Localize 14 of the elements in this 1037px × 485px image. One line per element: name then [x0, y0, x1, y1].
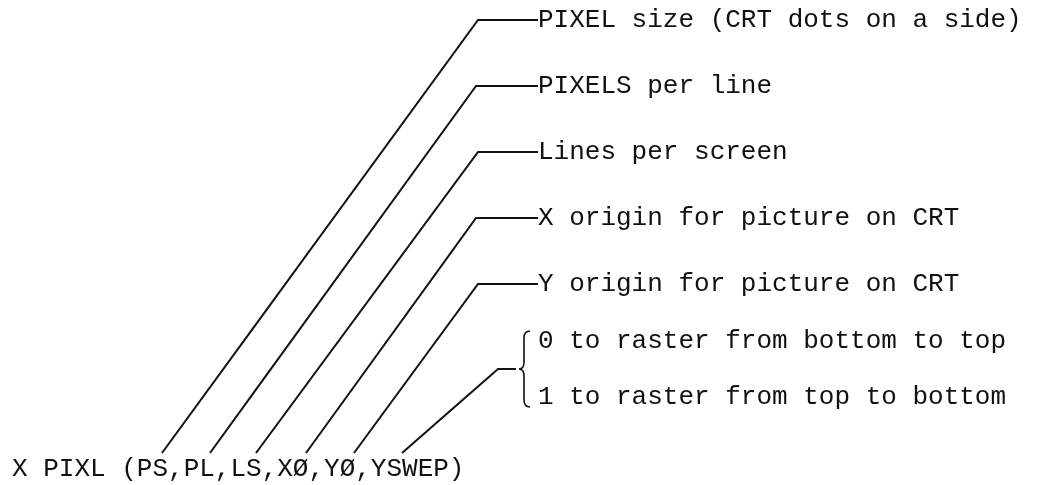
parameter-description: X origin for picture on CRT — [538, 203, 960, 233]
leader-line — [305, 217, 539, 454]
leader-line — [161, 19, 539, 454]
leader-line — [353, 283, 539, 454]
option-text: 0 to raster from bottom to top — [538, 326, 1007, 356]
leader-line — [209, 85, 539, 454]
parameter-description: Lines per screen — [538, 137, 788, 167]
leader-line — [255, 151, 539, 454]
parameter-description: PIXEL size (CRT dots on a side) — [538, 5, 1022, 35]
leader-line — [401, 368, 517, 454]
command-text: X PIXL (PS,PL,LS,XØ,YØ,YSWEP) — [12, 454, 465, 484]
parameter-description: PIXELS per line — [538, 71, 773, 101]
option-text: 1 to raster from top to bottom — [538, 382, 1007, 412]
parameter-description: Y origin for picture on CRT — [538, 269, 960, 299]
